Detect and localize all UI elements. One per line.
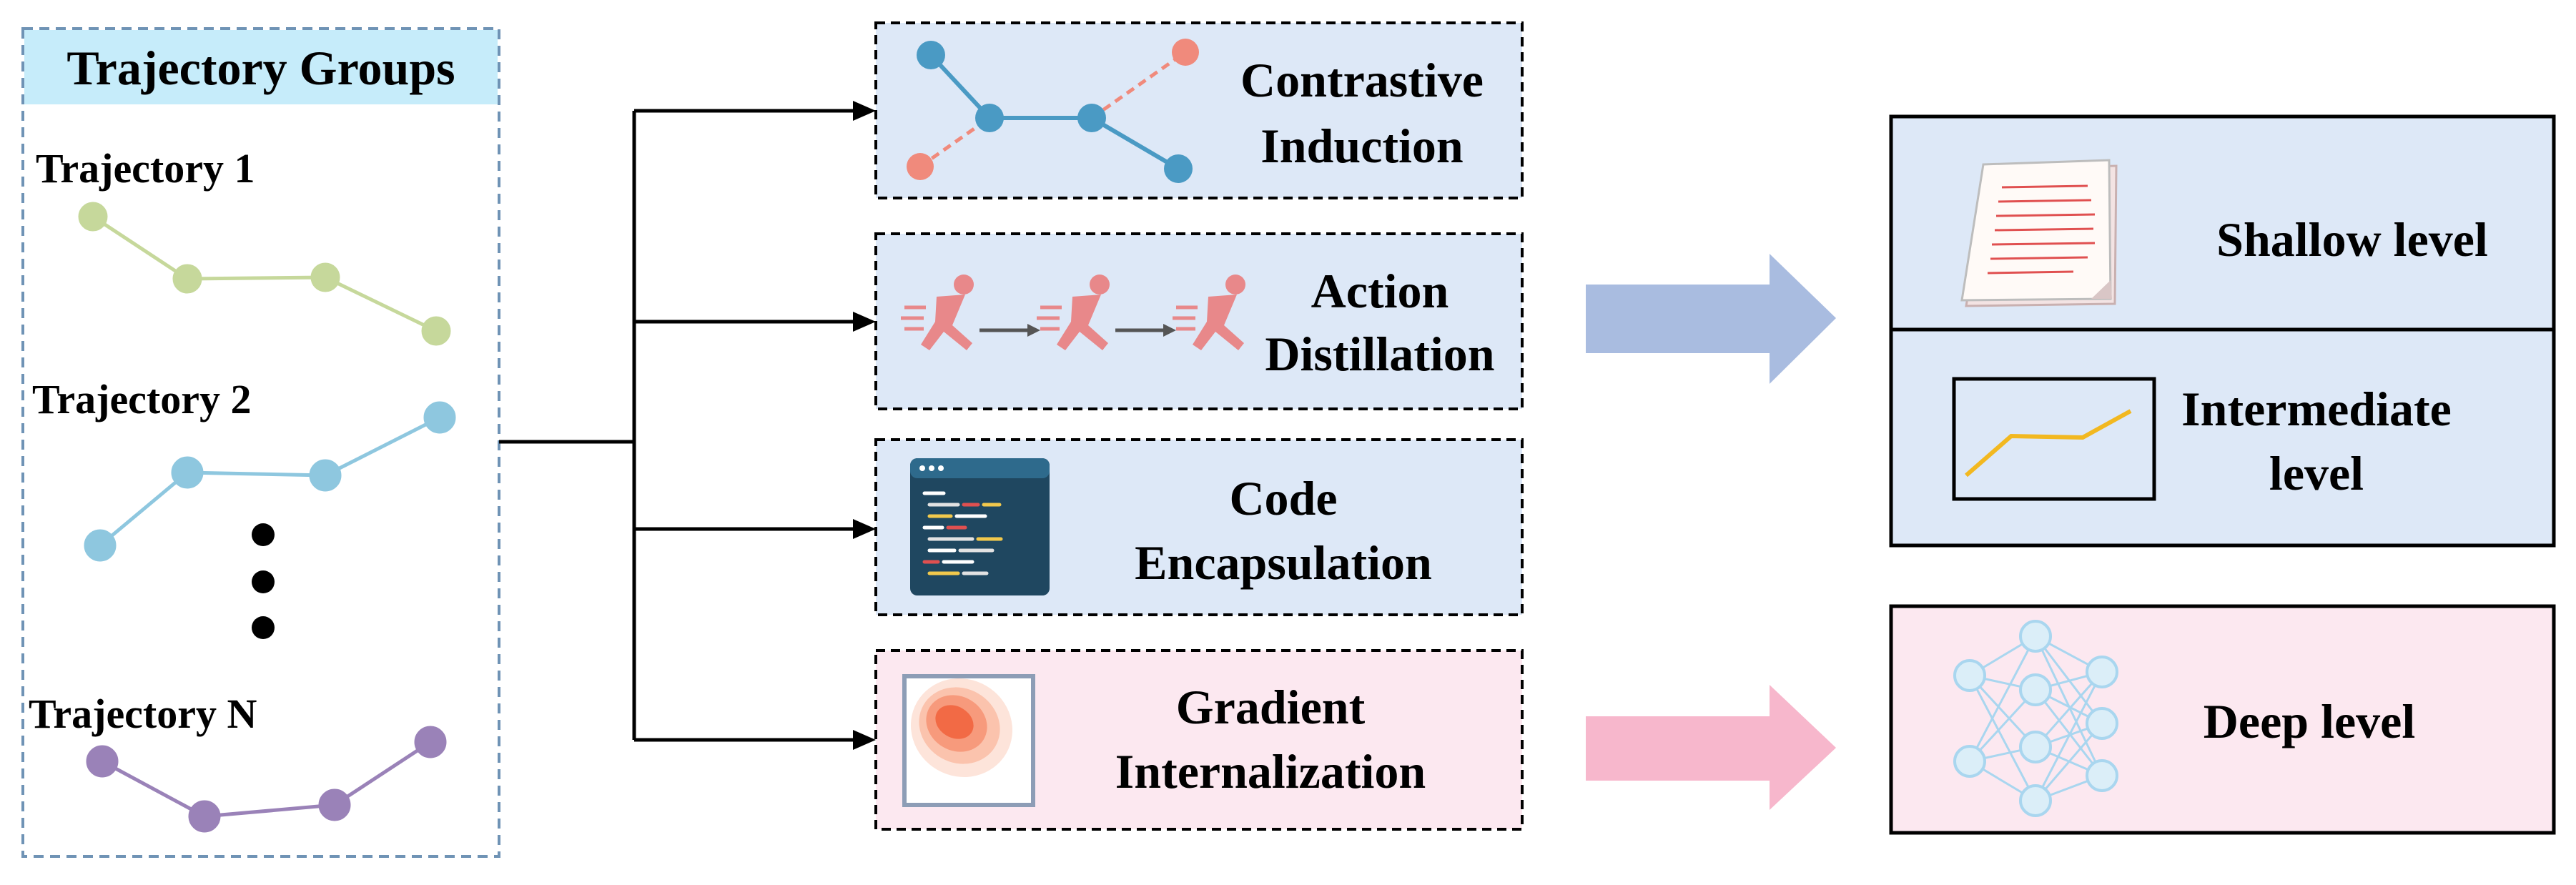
method-contrastive-line1: Contrastive [1240,53,1484,107]
blue-flow-arrow [1586,254,1836,384]
trajectory-groups-title: Trajectory Groups [66,41,455,95]
level-intermediate-line2: level [2269,446,2364,500]
contrastive-graph-icon [907,39,1199,183]
level-shallow: Shallow level [1960,159,2488,307]
ellipsis-dots [252,523,275,639]
method-action-line2: Distillation [1265,327,1494,381]
method-gradient-line2: Internalization [1115,744,1426,799]
trajectory-2-path [84,401,456,562]
method-box-code: Code Encapsulation [874,438,1524,616]
document-page-icon [1960,159,2118,307]
connector-lines [499,109,854,742]
trajectory-groups-panel: Trajectory Groups Trajectory 1 Trajector… [21,27,500,858]
method-box-action: Action Distillation [874,232,1524,410]
method-box-contrastive: Contrastive Induction [874,21,1524,199]
code-window-icon [910,458,1050,595]
trajectory-n-label: Trajectory N [29,691,257,737]
trajectory-2-label: Trajectory 2 [32,376,251,422]
method-code-line2: Encapsulation [1135,535,1432,590]
neural-network-icon [1953,620,2118,817]
level-deep: Deep level [1889,604,2556,835]
gradient-heatmap-icon [902,674,1035,807]
method-box-gradient: Gradient Internalization [874,649,1524,831]
pink-flow-arrow [1586,685,1836,810]
method-gradient-line1: Gradient [1176,680,1366,734]
line-chart-icon [1952,377,2156,501]
level-intermediate-line1: Intermediate [2181,382,2452,436]
level-deep-label: Deep level [2204,694,2415,748]
level-shallow-label: Shallow level [2216,212,2488,267]
trajectory-n-path [86,726,447,833]
level-intermediate: Intermediate level [1952,377,2452,501]
runner-arrows [979,324,1176,337]
trajectory-1-path [78,202,451,346]
trajectory-1-label: Trajectory 1 [36,145,255,192]
method-action-line1: Action [1311,264,1449,318]
connector-arrowheads [853,101,876,750]
trajectory-groups-title-bg [24,30,498,104]
method-code-line1: Code [1229,471,1337,525]
running-person-sequence-icon [901,275,1245,350]
method-contrastive-line2: Induction [1260,119,1463,173]
